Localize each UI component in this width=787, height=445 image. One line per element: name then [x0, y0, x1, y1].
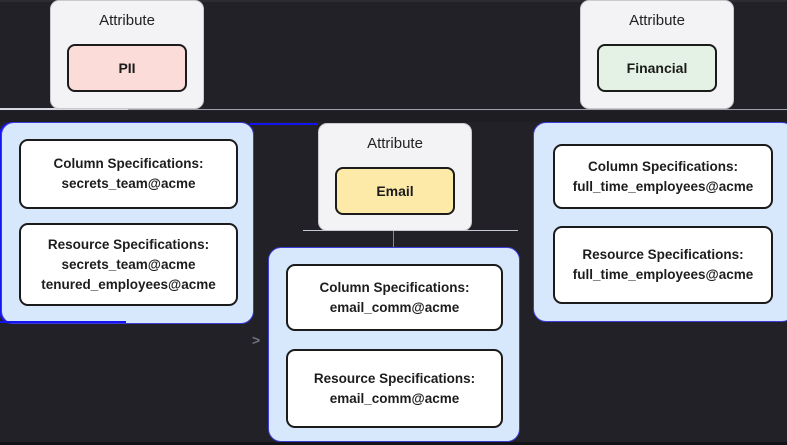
spec-heading: Column Specifications:: [319, 279, 470, 295]
spec-heading: Resource Specifications:: [582, 247, 744, 262]
attribute-node-pii[interactable]: Attribute PII: [50, 0, 204, 109]
edge-dark-band: [0, 111, 787, 122]
resource-spec-box[interactable]: Resource Specifications: secrets_team@ac…: [19, 223, 238, 306]
attribute-chip-email[interactable]: Email: [335, 167, 455, 215]
attribute-node-title: Attribute: [629, 12, 685, 29]
spec-group-full-time-employees[interactable]: Column Specifications: full_time_employe…: [533, 122, 787, 322]
attribute-node-email[interactable]: Attribute Email: [318, 123, 472, 231]
attribute-node-title: Attribute: [367, 135, 423, 152]
edge-line-horizontal-top: [0, 109, 787, 110]
column-spec-box[interactable]: Column Specifications: secrets_team@acme: [19, 139, 238, 209]
edge-arrowhead-icon: >: [252, 332, 261, 348]
canvas-top-hairline: [0, 0, 787, 2]
spec-group-secrets-team[interactable]: Column Specifications: secrets_team@acme…: [1, 122, 254, 324]
resource-spec-box[interactable]: Resource Specifications: email_comm@acme: [286, 349, 503, 428]
attribute-node-title: Attribute: [99, 12, 155, 29]
spec-body: full_time_employees@acme: [572, 267, 754, 282]
resource-spec-box[interactable]: Resource Specifications: full_time_emplo…: [553, 226, 773, 304]
spec-heading: Column Specifications:: [53, 156, 204, 171]
edge-line-blue-bottom: [0, 321, 126, 323]
attribute-node-financial[interactable]: Attribute Financial: [580, 0, 734, 109]
edge-line-horizontal-top-bright: [0, 108, 128, 110]
spec-heading: Column Specifications:: [587, 158, 739, 174]
spec-heading: Resource Specifications:: [313, 370, 476, 386]
spec-group-email-comm[interactable]: Column Specifications: email_comm@acme R…: [268, 247, 520, 442]
canvas-bottom-band: [0, 442, 787, 445]
edge-line-email-connector: [393, 229, 394, 248]
edge-line-blue-top: [250, 123, 318, 125]
column-spec-box[interactable]: Column Specifications: full_time_employe…: [553, 144, 773, 209]
spec-body: secrets_team@acme tenured_employees@acme: [41, 256, 216, 292]
spec-body: full_time_employees@acme: [572, 178, 754, 194]
attribute-chip-financial[interactable]: Financial: [597, 44, 717, 92]
spec-body: email_comm@acme: [329, 390, 460, 406]
spec-heading: Resource Specifications:: [47, 236, 210, 252]
column-spec-box[interactable]: Column Specifications: email_comm@acme: [286, 264, 503, 331]
attribute-chip-pii[interactable]: PII: [67, 44, 187, 92]
spec-body: secrets_team@acme: [61, 176, 196, 191]
spec-body: email_comm@acme: [329, 299, 460, 315]
